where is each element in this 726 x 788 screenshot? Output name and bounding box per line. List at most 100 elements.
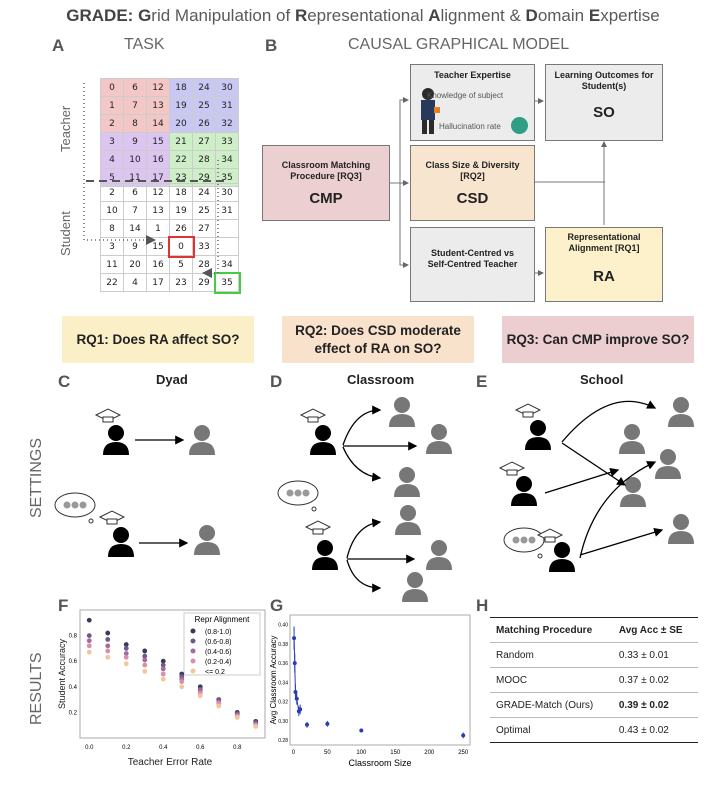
grid-cell: 10 [123,150,147,169]
chart-f-point [253,724,259,729]
rq2-box: RQ2: Does CSD moderate effect of RA on S… [282,316,474,363]
chart-f-legend-label: <= 0.2 [205,669,225,676]
chart-f-legend-marker [190,648,196,654]
chart-g-ytick: 0.36 [278,661,288,667]
table-row: GRADE-Match (Ours)0.39 ± 0.02 [490,692,698,718]
student-icon [655,449,681,479]
chart-f-point [86,638,92,644]
results-label: RESULTS [28,652,45,725]
panel-letter-e: E [476,372,488,391]
chart-f-legend-box [183,612,261,676]
panel-letter-g: G [270,596,284,615]
chart-f-legend-marker [190,668,196,674]
student-icon [402,572,428,602]
teacher-icon [103,425,129,455]
chart-g-xtick: 100 [356,750,367,756]
grid-cell: 13 [146,96,170,115]
chart-f-point [142,653,148,659]
grad-cap-icon [499,461,525,476]
chart-f-legend-label: (0.4-0.6) [205,649,231,656]
chart-f-point [142,669,148,674]
rq1-box: RQ1: Does RA affect SO? [62,316,254,363]
student-icon [395,505,421,535]
hallucination-label: Hallucination rate [439,122,501,131]
chart-f-legend-label: (0.2-0.4) [205,659,231,666]
panel-letter-b: B [265,36,278,55]
grad-cap-icon [300,408,326,423]
grad-cap-icon [99,510,125,525]
chart-f-point [160,671,166,677]
chart-g-point [359,728,364,733]
grid-cell: 33 [215,132,239,151]
teacher-expertise-box: Teacher Expertise Knowledge of subject H… [410,64,535,141]
table-header-row: Matching Procedure Avg Acc ± SE [490,618,698,643]
knowledge-label: Knowledge of subject [427,91,504,100]
chart-f: Teacher Error Rate Student Accuracy Repr… [57,609,266,768]
chart-g-xlabel: Classroom Size [348,758,411,768]
chart-g-point [298,707,303,712]
grid-cell: 6 [123,78,147,97]
arrow-head-right [202,268,212,278]
chart-g-ytick: 0.30 [278,719,288,725]
settings-label: SETTINGS [28,437,45,518]
chart-f-point [179,679,185,685]
figure-title: GRADE: Grid Manipulation of Representati… [66,6,660,25]
chart-f-xlabel: Teacher Error Rate [128,757,213,768]
student-icon [426,424,452,454]
chart-g-ytick: 0.40 [278,623,288,629]
teacher-axis-label: Teacher [58,105,73,152]
student-icon [189,425,215,455]
grid-cell: 30 [215,78,239,97]
dyad-title: Dyad [156,372,188,387]
chart-g-point [292,636,297,641]
settings-illustrations [54,397,694,602]
chart-f-xtick: 0.6 [196,745,205,751]
chart-g-xtick: 150 [390,750,401,756]
panel-letter-h: H [476,596,489,615]
chart-f-ylabel: Student Accuracy [57,638,67,709]
panel-head-task: TASK [124,36,165,53]
chart-f-point [86,617,92,623]
chart-f-point [160,662,166,668]
thought-bubble-icon [503,527,545,559]
thought-bubble-icon [54,492,96,524]
ai-model-icon [511,117,528,134]
chart-f-legend-marker [190,628,196,634]
student-icon [394,467,420,497]
chart-g-ytick: 0.34 [278,680,288,686]
chart-f-point [142,648,148,654]
chart-g-ytick: 0.32 [278,700,288,706]
teacher-icon [525,420,551,450]
chart-f-point [105,654,111,660]
grid-cell: 29 [192,168,216,187]
grid-cell: 31 [215,96,239,115]
grad-cap-icon [515,403,541,418]
chart-f-point [160,666,166,672]
learning-outcomes-box: Learning Outcomes for Student(s) SO [545,64,663,141]
col-avg-acc: Avg Acc ± SE [612,618,698,643]
cmp-box: Classroom Matching Procedure [RQ3] CMP [262,145,390,221]
teacher-icon [511,476,537,506]
chart-f-point [160,676,166,682]
chart-f-point [216,703,222,709]
dotted-path-right [212,160,219,274]
teacher-icon [312,540,338,570]
chart-f-legend-marker [190,658,196,664]
grid-cell: 21 [169,132,193,151]
rq3-box: RQ3: Can CMP improve SO? [502,316,694,363]
grid-cell: 1 [100,96,124,115]
chart-g-xtick: 0 [292,750,296,756]
panel-letter-f: F [58,596,69,615]
student-icon [668,514,694,544]
panel-letter-d: D [270,372,283,391]
teacher-icon [549,542,575,572]
chart-f-xtick: 0.2 [122,745,131,751]
chart-f-point [105,630,111,636]
student-icon [619,424,645,454]
grid-cell: 23 [169,168,193,187]
chart-g-point [461,733,466,738]
chart-f-point [123,654,129,660]
